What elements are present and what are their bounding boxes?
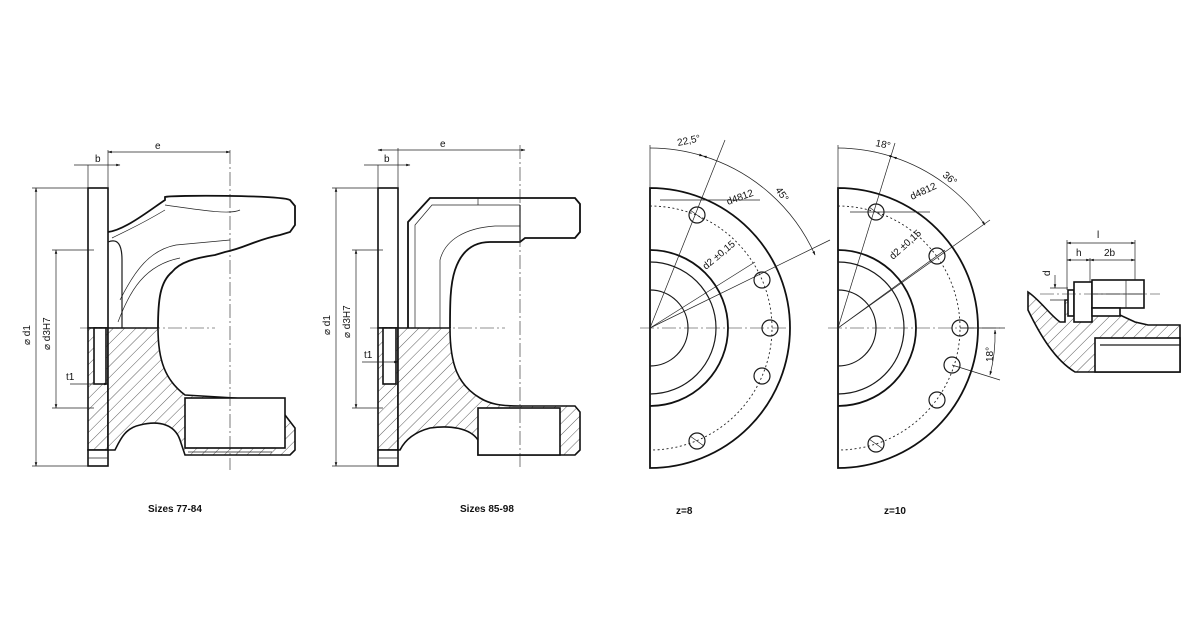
dim-angle-22-5: 22,5°: [676, 133, 701, 149]
dim-e-2: e: [440, 139, 446, 150]
dim-d4-z8: d4812: [725, 188, 755, 208]
dim-e-1: e: [155, 141, 161, 152]
dim-d2-z8: d2 ±0,15: [701, 239, 738, 273]
bolt-hole: [928, 391, 946, 409]
dim-angle-18-right: 18°: [985, 347, 996, 362]
dim-t1-1: t1: [66, 372, 75, 383]
bolt-hole: [928, 247, 946, 265]
yoke-upper-2: [407, 197, 581, 329]
dim-d3-2: ⌀ d3H7: [342, 305, 353, 338]
dim-2b: 2b: [1104, 248, 1116, 259]
dim-b-2: b: [384, 154, 390, 165]
view-z8: [640, 139, 831, 469]
view-sizes-85-98: [332, 145, 581, 470]
dim-d1-2: ⌀ d1: [322, 315, 333, 335]
flange-2: [377, 187, 399, 329]
view-bolt-detail: [1027, 240, 1181, 373]
dim-h: h: [1076, 248, 1082, 259]
dim-d2-z10: d2 ±0,15: [888, 228, 925, 262]
flange-1: [87, 187, 109, 329]
bolt-hole: [753, 271, 771, 289]
dim-angle-36: 36°: [940, 170, 959, 188]
caption-view4: z=10: [884, 506, 906, 517]
caption-view2: Sizes 85-98: [460, 504, 514, 515]
caption-view3: z=8: [676, 506, 693, 517]
dim-angle-45: 45°: [773, 185, 791, 204]
bolt-hole: [753, 367, 771, 385]
dim-b-1: b: [95, 154, 101, 165]
caption-view1: Sizes 77-84: [148, 504, 202, 515]
bolt-hole: [867, 435, 885, 453]
view-sizes-77-84: [32, 150, 296, 470]
bolt-hole: [943, 356, 961, 374]
dim-d4-z10: d4812: [909, 181, 939, 203]
dim-d: d: [1042, 270, 1053, 276]
dim-t1-2: t1: [364, 350, 373, 361]
dim-d1-1: ⌀ d1: [22, 325, 33, 345]
dim-l: l: [1097, 230, 1099, 241]
bolt-hole: [761, 319, 779, 337]
dim-d3-1: ⌀ d3H7: [42, 317, 53, 350]
view-z10: [828, 142, 1005, 469]
dim-angle-18-top: 18°: [874, 138, 891, 152]
bolt-hole: [688, 432, 706, 450]
yoke-upper-1: [107, 194, 296, 329]
